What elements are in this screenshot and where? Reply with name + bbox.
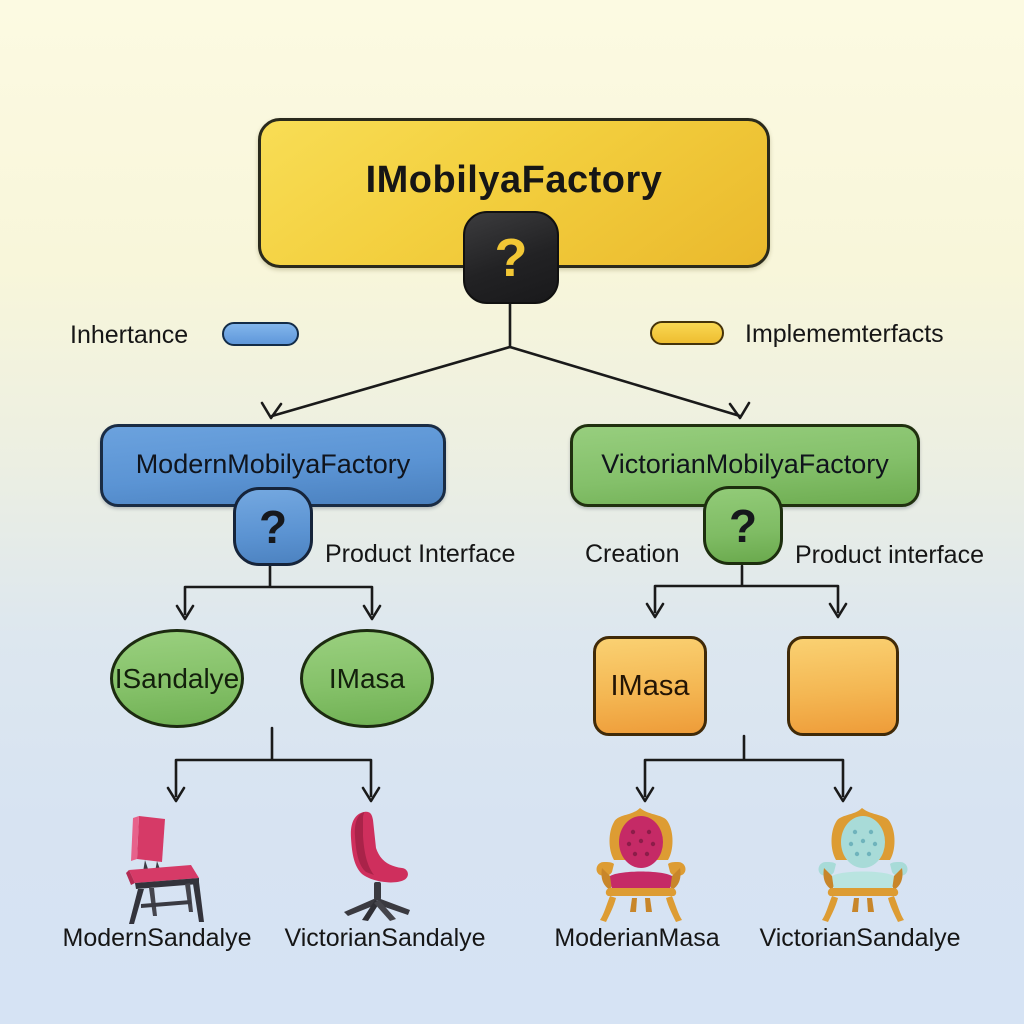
question-mark-icon: ? bbox=[728, 499, 758, 552]
victorian-sandalye-left-label: VictorianSandalye bbox=[284, 924, 486, 952]
product-interface-left-label: Product Interface bbox=[325, 540, 516, 568]
legend-implements-pill-icon bbox=[650, 321, 724, 345]
victorian-factory-label: VictorianMobilyaFactory bbox=[601, 449, 889, 479]
moderian-masa-label: ModerianMasa bbox=[554, 924, 720, 952]
victorian-pink-chair-icon bbox=[596, 808, 686, 922]
root-factory-label: IMobilyaFactory bbox=[365, 159, 663, 201]
legend-implements-label: Implememterfacts bbox=[745, 320, 944, 348]
modern-factory-question-badge: ? bbox=[233, 487, 313, 566]
victorian-factory-question-badge: ? bbox=[703, 486, 783, 565]
imasa-label: IMasa bbox=[328, 662, 406, 694]
modern-chair-icon bbox=[126, 816, 204, 924]
legend-inheritance-label: Inhertance bbox=[70, 321, 189, 349]
imasa-creation-node: IMasa bbox=[593, 636, 707, 736]
legend-inheritance-pill-icon bbox=[222, 322, 299, 346]
victorian-blue-chair-icon bbox=[818, 808, 908, 922]
isandalye-interface-node: ISandalye bbox=[110, 629, 244, 728]
lounge-chair-icon bbox=[344, 811, 410, 921]
product-interface-right-label: Product interface bbox=[795, 541, 984, 569]
creation-label: Creation bbox=[585, 540, 680, 568]
imasa-interface-node: IMasa bbox=[300, 629, 434, 728]
root-question-badge: ? bbox=[463, 211, 559, 304]
question-mark-icon: ? bbox=[258, 500, 288, 553]
modern-sandalye-label: ModernSandalye bbox=[62, 924, 252, 952]
imasa-creation-label: IMasa bbox=[610, 669, 690, 702]
isandalye-label: ISandalye bbox=[114, 662, 240, 694]
victorian-sandalye-right-label: VictorianSandalye bbox=[759, 924, 961, 952]
empty-creation-node bbox=[787, 636, 899, 736]
question-mark-icon: ? bbox=[494, 227, 528, 288]
modern-factory-label: ModernMobilyaFactory bbox=[135, 449, 411, 479]
